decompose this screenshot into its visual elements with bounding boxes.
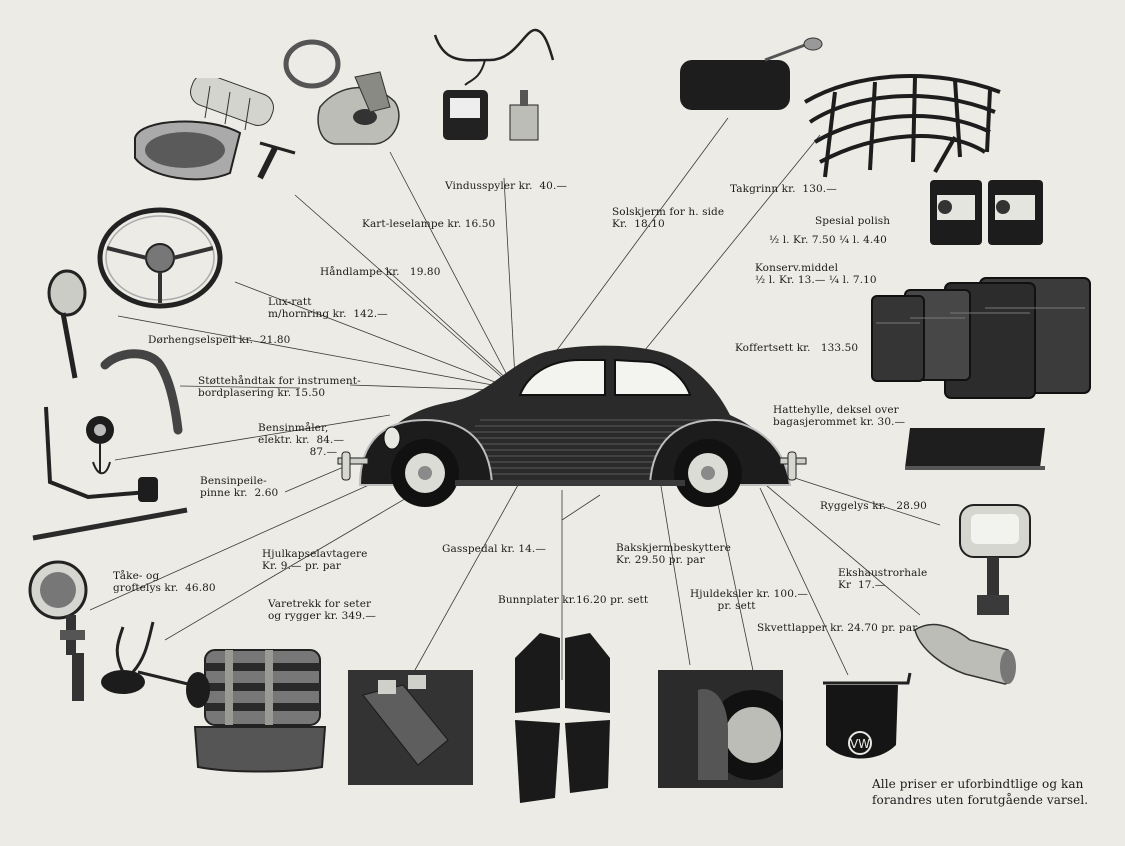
label-hjulkapsel: Hjulkapselavtagere Kr. 9.— pr. par	[262, 548, 368, 572]
label-skvettlapper: Skvettlapper kr. 24.70 pr. par	[757, 622, 918, 634]
suitcase-set-image	[871, 277, 1091, 399]
label-gasspedal: Gasspedal kr. 14.—	[442, 543, 546, 555]
label-ekshaust: Ekshaustrorhale Kr 17.—	[838, 567, 928, 591]
inspection-lamp-image	[134, 78, 296, 181]
label-kartleselampe: Kart-leselampe kr. 16.50	[362, 218, 496, 230]
label-varetrekk: Varetrekk for seter og rygger kr. 349.—	[268, 598, 377, 622]
label-bakskjerm: Bakskjermbeskyttere Kr. 29.50 pr. par	[616, 542, 731, 566]
volkswagen-beetle-illustration	[337, 345, 807, 507]
parcel-shelf-cover-image	[905, 428, 1045, 470]
label-konserv: Konserv.middel ½ l. Kr. 13.— ¼ l. 7.10	[755, 262, 877, 286]
grab-handle-image	[100, 349, 183, 435]
windscreen-washer-image	[433, 28, 555, 141]
polish-cans-image	[930, 180, 1043, 245]
label-bensinmaler: Bensinmåler, elektr. kr. 84.— 87.—	[258, 422, 345, 458]
label-lux-ratt: Lux-ratt m/hornring kr. 142.—	[268, 296, 388, 320]
label-takgrinn: Takgrinn kr. 130.—	[730, 183, 837, 195]
label-polish-prices: ½ l. Kr. 7.50 ¼ l. 4.40	[769, 234, 887, 246]
label-hattehylle: Hattehylle, deksel over bagasjerommet kr…	[773, 404, 906, 428]
map-reading-lamp-image	[283, 39, 400, 145]
label-koffertsett: Koffertsett kr. 133.50	[735, 342, 859, 354]
seat-covers-image	[193, 649, 327, 773]
label-take-groftelys: Tåke- og groftelys kr. 46.80	[113, 570, 216, 594]
floor-mats-image	[515, 633, 610, 803]
steering-wheel-image	[97, 207, 223, 309]
label-dorhengselspeil: Dørhengselspeil kr. 21.80	[148, 334, 291, 346]
label-vindusspyler: Vindusspyler kr. 40.—	[445, 180, 568, 192]
reversing-light-image	[959, 504, 1031, 615]
dipstick-image	[32, 507, 188, 541]
exhaust-tailpipe-image	[914, 623, 1016, 685]
rear-fender-protector-image	[658, 670, 783, 788]
price-disclaimer: Alle priser er uforbindtlige og kan fora…	[872, 777, 1089, 807]
door-hinge-mirror-image	[47, 269, 87, 379]
hub-cap-remover-image	[101, 621, 210, 708]
label-hjuldeksler: Hjuldeksler kr. 100.— pr. sett	[690, 588, 809, 612]
label-stottehandtak: Støttehåndtak for instrument- bordplaser…	[198, 375, 361, 399]
label-bunnplater: Bunnplater kr.16.20 pr. sett	[498, 594, 649, 606]
label-spesial-polish: Spesial polish	[815, 215, 891, 227]
svg-text:VW: VW	[850, 737, 870, 751]
accelerator-pedal-image	[348, 670, 473, 785]
label-ryggelys: Ryggelys kr. 28.90	[820, 500, 927, 512]
fuel-gauge-image	[44, 406, 158, 502]
mud-flap-image: VW	[823, 672, 912, 759]
fog-lamp-image	[28, 560, 88, 701]
label-solskjerm: Solskjerm for h. side Kr. 18.10	[612, 206, 725, 230]
label-handlampe: Håndlampe kr. 19.80	[320, 266, 441, 278]
sun-visor-image	[680, 37, 823, 110]
label-bensinpeilepinne: Bensinpeile- pinne kr. 2.60	[200, 475, 279, 499]
roof-rack-image	[803, 74, 1001, 178]
